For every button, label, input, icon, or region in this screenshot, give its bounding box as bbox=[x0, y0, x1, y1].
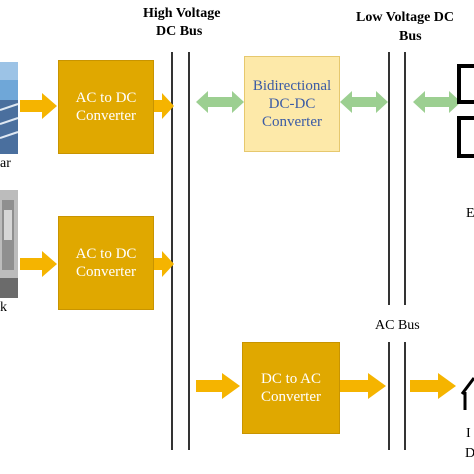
ac-bus-label: AC Bus bbox=[375, 318, 420, 333]
converter-label: DC to AC bbox=[260, 371, 321, 387]
converter-label: Bidirectional bbox=[252, 78, 332, 94]
green-arrows bbox=[196, 91, 461, 113]
hv-bus-title-line2: DC Bus bbox=[156, 24, 203, 39]
arrow-grid-to-converter bbox=[20, 251, 57, 277]
hv-bus-title-line1: High Voltage bbox=[143, 6, 221, 21]
arrow-solar-to-converter bbox=[20, 93, 57, 119]
battery-label-partial: E bbox=[466, 206, 474, 221]
converter-label: Converter bbox=[261, 389, 321, 405]
bidir-arrow-hvbus-converter bbox=[196, 91, 244, 113]
converter-label: Converter bbox=[76, 108, 136, 124]
solar-label-partial: ar bbox=[0, 156, 11, 171]
arrow-converter-to-hvbus-1 bbox=[154, 93, 174, 119]
converter-label: AC to DC bbox=[75, 90, 137, 106]
dc-ac-converter: DC to AC Converter bbox=[242, 342, 340, 434]
grid-image bbox=[0, 190, 18, 298]
lv-bus-title-line2: Bus bbox=[399, 29, 422, 44]
arrow-converter-to-hvbus-2 bbox=[154, 251, 174, 277]
grid-ac-dc-converter: AC to DC Converter bbox=[58, 216, 154, 310]
load-label-partial-2: D bbox=[465, 446, 474, 461]
bidir-arrow-lvbus-battery bbox=[413, 91, 461, 113]
converter-label: DC-DC bbox=[268, 96, 316, 112]
arrow-inverter-to-acbus bbox=[340, 373, 386, 399]
converter-label: Converter bbox=[76, 264, 136, 280]
grid-label-partial: k bbox=[0, 300, 7, 315]
battery-icon bbox=[457, 64, 474, 158]
solar-ac-dc-converter: AC to DC Converter bbox=[58, 60, 154, 154]
bidir-arrow-converter-lvbus bbox=[340, 91, 388, 113]
solar-panel-image bbox=[0, 62, 19, 154]
lv-bus-title-line1: Low Voltage DC bbox=[356, 10, 455, 25]
load-label-partial-1: I bbox=[466, 426, 471, 441]
house-icon bbox=[460, 377, 474, 410]
converter-label: Converter bbox=[262, 114, 322, 130]
bidirectional-dc-dc-converter: Bidirectional DC-DC Converter bbox=[244, 56, 340, 152]
converter-label: AC to DC bbox=[75, 246, 137, 262]
arrow-hvbus-to-inverter bbox=[196, 373, 240, 399]
arrow-acbus-to-load bbox=[410, 373, 456, 399]
orange-arrows bbox=[20, 93, 456, 399]
